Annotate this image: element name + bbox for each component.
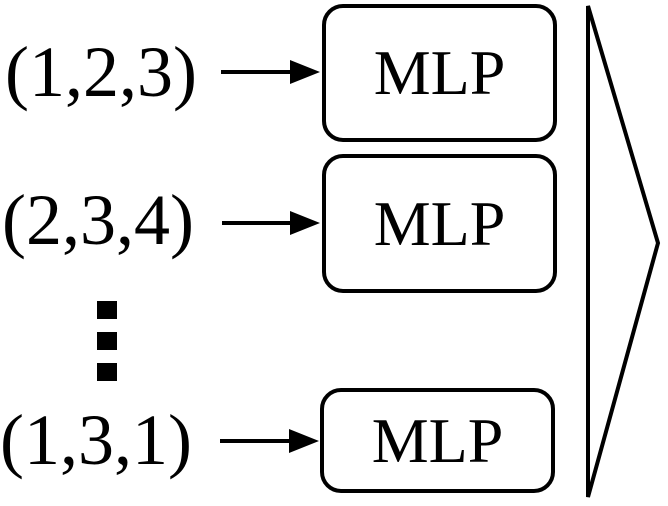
- mlp-box-2: MLP: [322, 154, 557, 293]
- mlp-label-2: MLP: [373, 187, 506, 259]
- ellipsis-dot: [97, 332, 117, 350]
- input-label-2: (2,3,4): [2, 180, 194, 260]
- ellipsis-dot: [97, 363, 117, 381]
- aggregate-triangle-icon: [586, 5, 661, 498]
- arrow-icon-1: [221, 60, 320, 84]
- arrow-icon-2: [222, 211, 320, 235]
- mlp-label-3: MLP: [371, 404, 504, 476]
- input-label-1: (1,2,3): [5, 32, 197, 112]
- arrow-icon-3: [220, 429, 319, 453]
- ellipsis-dot: [97, 301, 117, 319]
- mlp-box-3: MLP: [320, 388, 555, 493]
- input-label-3: (1,3,1): [0, 400, 192, 480]
- mlp-label-1: MLP: [373, 37, 506, 108]
- mlp-box-1: MLP: [322, 4, 557, 142]
